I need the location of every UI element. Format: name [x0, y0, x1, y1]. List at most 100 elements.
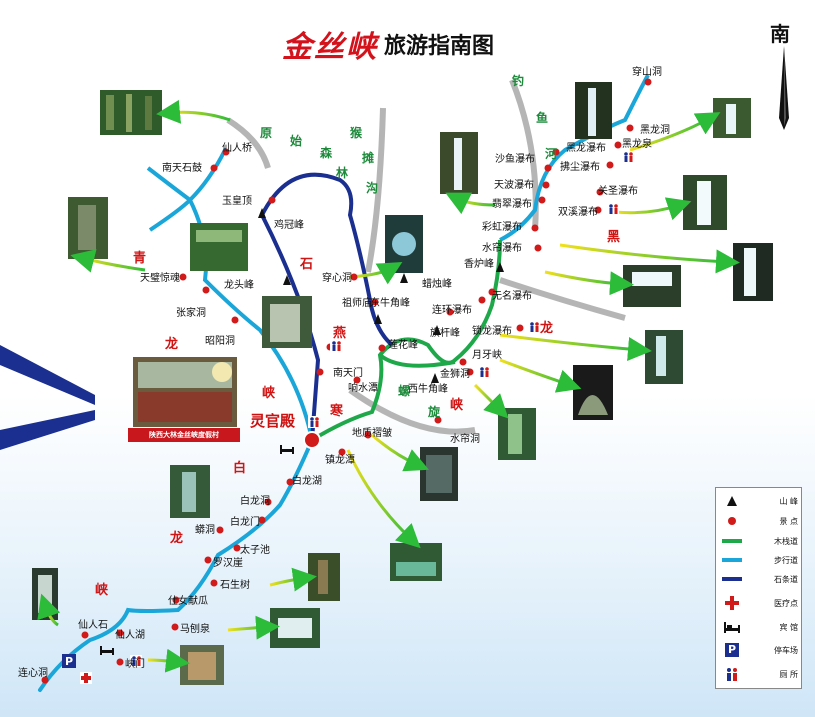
valley-long-east: 龙 — [540, 320, 553, 336]
place-tianbijinghun: 天璧惊魂 — [140, 271, 180, 284]
place-bailongdong: 白龙洞 — [240, 494, 270, 507]
valley-yan: 燕 — [333, 325, 346, 341]
legend-label: 厕 所 — [779, 669, 798, 679]
place-xiamen: 峡门 — [125, 657, 145, 670]
place-chuanshandong: 穿山洞 — [632, 65, 662, 78]
valley-shi: 石 — [299, 257, 313, 272]
place-caihongpubu: 彩虹瀑布 — [482, 221, 522, 233]
place-qiganfeng: 旗杆峰 — [430, 326, 460, 339]
photo-cave-chuanxin — [385, 215, 423, 273]
place-nantianmen: 南天门 — [333, 366, 363, 379]
valley-houtan-3: 沟 — [366, 180, 378, 195]
photo-rock-fold — [420, 447, 458, 501]
place-luohanya: 罗汉崖 — [213, 557, 243, 569]
place-mapaoquan: 马刨泉 — [180, 622, 210, 635]
valley-yuanshi-1: 原 — [260, 126, 272, 140]
walking-path-branch — [148, 198, 192, 232]
place-dongniujiaofeng: 东牛角峰 — [370, 296, 410, 309]
peak-markers — [258, 208, 504, 383]
legend-label: 步行道 — [774, 555, 798, 565]
toilet-icon — [528, 321, 540, 333]
legend-row-peak: 山 峰 — [722, 492, 798, 510]
grey-road — [499, 277, 626, 321]
place-guanshengpubu: 关圣瀑布 — [598, 184, 638, 197]
toilet-icon — [330, 340, 342, 352]
photo-waterfall-black — [733, 243, 773, 301]
legend-row-plank-road: 木栈道 — [722, 532, 798, 550]
place-feicuipubu: 翡翠瀑布 — [492, 197, 532, 210]
valley-diaoyu-3: 河 — [544, 146, 557, 161]
center-label: 灵官殿 — [250, 412, 296, 430]
valley-hei: 黑 — [607, 230, 620, 245]
place-xiniujiaofeng: 西牛角峰 — [408, 382, 448, 395]
place-shayupubu: 沙鱼瀑布 — [495, 152, 535, 165]
place-dizhizhezhou: 地质褶皱 — [352, 426, 392, 439]
photo-cliff-west — [68, 197, 108, 259]
photo-stone-tree — [308, 553, 340, 601]
parking-glyph: P — [725, 643, 739, 657]
valley-houtan-1: 猴 — [350, 125, 363, 140]
photo-waterfall-wide — [623, 265, 681, 307]
place-yueyaxia: 月牙峡 — [472, 348, 502, 361]
place-lianhuanpubu: 连环瀑布 — [432, 303, 472, 316]
legend-row-parking: P 停车场 — [722, 641, 798, 659]
place-xianrenqiao: 仙人桥 — [222, 141, 252, 154]
valley-xia-south: 峡 — [95, 582, 109, 598]
scenic-spot-dots — [41, 78, 652, 684]
title-main: 旅游指南图 — [384, 34, 495, 59]
title-accent: 金丝峡 — [282, 30, 378, 65]
legend-row-clinic: 医疗点 — [722, 594, 798, 612]
place-jiguanfeng: 鸡冠峰 — [274, 218, 304, 231]
photo-forest — [100, 90, 162, 135]
legend-label: 山 峰 — [779, 496, 798, 506]
plank-road — [310, 239, 502, 442]
legend-row-walking-path: 步行道 — [722, 551, 798, 569]
valley-yuanshi-3: 森 — [320, 145, 333, 160]
place-shuangxipubu: 双溪瀑布 — [558, 206, 598, 218]
place-shuilianpubu: 水帘瀑布 — [482, 241, 522, 254]
place-zhenlongtan: 镇龙潭 — [325, 453, 355, 466]
toilet-icon — [622, 151, 634, 163]
parking-icon: P — [62, 654, 76, 668]
place-fuchenpubu: 拂尘瀑布 — [560, 160, 600, 173]
legend-label: 停车场 — [774, 645, 798, 655]
place-xianrenhu: 仙人湖 — [115, 628, 145, 641]
place-zhaoyangdong: 昭阳洞 — [205, 335, 235, 347]
hotel-icon — [100, 646, 114, 655]
map-legend: 山 峰 景 点 木栈道 步行道 石条道 医疗点 宾 馆 P 停车场 — [715, 487, 802, 689]
photo-bailong-gorge — [170, 465, 210, 518]
place-jinshidong: 金狮洞 — [440, 367, 470, 380]
photo-pond — [390, 543, 442, 581]
place-heilongquan: 黑龙泉 — [622, 137, 652, 150]
valley-yuanshi-2: 始 — [290, 133, 302, 148]
toilet-icon — [722, 667, 742, 681]
place-zushimiao: 祖师庙 — [342, 296, 372, 309]
place-yuhuangding: 玉皇顶 — [222, 194, 252, 207]
stone-road-line-icon — [722, 572, 742, 586]
lingguandian-marker — [303, 431, 321, 449]
valley-long-west: 龙 — [165, 336, 178, 352]
photo-waterfall-big — [683, 175, 727, 230]
place-suolongpubu: 锁龙瀑布 — [472, 324, 512, 337]
place-heilongdong: 黑龙洞 — [640, 123, 670, 136]
valley-diaoyu-2: 鱼 — [536, 110, 548, 125]
compass: 南 — [764, 18, 804, 130]
photo-cave-south — [32, 568, 58, 620]
place-nantianshigu: 南天石鼓 — [162, 161, 202, 174]
legend-label: 宾 馆 — [779, 622, 798, 632]
valley-xia-west: 峡 — [262, 385, 276, 401]
place-bailongmen: 白龙门 — [230, 515, 260, 528]
place-shinvxiangua: 仕女献瓜 — [168, 594, 208, 607]
photo-resort — [133, 357, 237, 427]
grey-road — [226, 117, 271, 169]
place-longtoufeng: 龙头峰 — [224, 278, 254, 291]
valley-houtan-2: 摊 — [362, 150, 374, 165]
place-lianhuafeng: 莲花峰 — [388, 338, 418, 351]
place-bailonghu: 白龙湖 — [292, 474, 322, 487]
grey-road — [365, 107, 386, 273]
valley-diaoyu-1: 钓 — [512, 73, 524, 88]
peak-icon — [722, 494, 742, 508]
toilet-icon — [130, 655, 142, 667]
